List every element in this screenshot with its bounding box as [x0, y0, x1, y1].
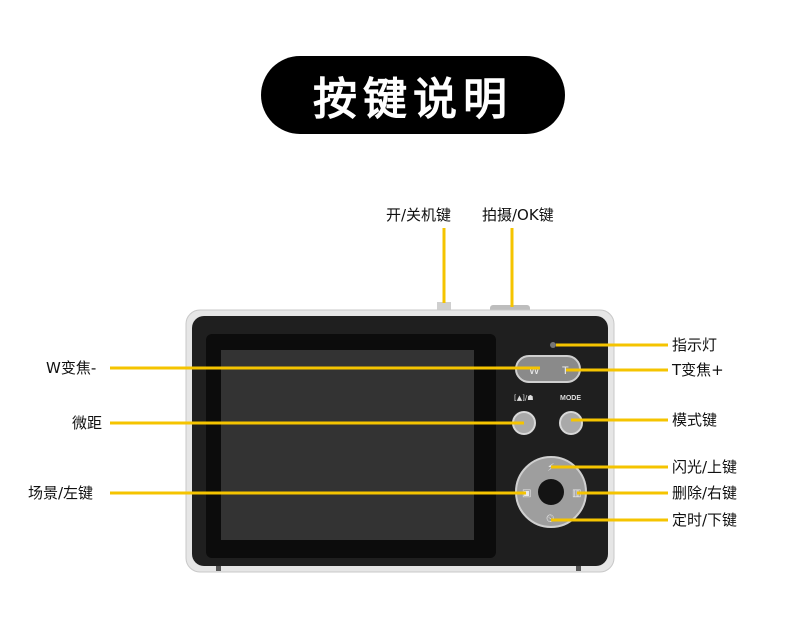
label-macro: 微距 [72, 414, 103, 432]
label-power: 开/关机键 [386, 206, 452, 224]
label-t-zoom: T变焦+ [672, 361, 724, 379]
scene-icon: ▣ [522, 488, 531, 499]
indicator-light [550, 342, 556, 348]
screen [221, 350, 474, 540]
flash-icon: ⚡ [547, 461, 555, 474]
macro-mark: [▲]/☗ [514, 394, 533, 402]
mode-button [559, 411, 583, 435]
label-scene-left: 场景/左键 [28, 484, 94, 502]
label-w-zoom: W变焦- [46, 359, 97, 377]
label-timer-down: 定时/下键 [672, 511, 738, 529]
mode-mark: MODE [560, 395, 581, 402]
label-delete-right: 删除/右键 [672, 484, 738, 502]
ok-button [538, 479, 564, 505]
foot-left [216, 566, 221, 571]
title-banner: 按键说明 [261, 56, 565, 134]
label-flash-up: 闪光/上键 [672, 458, 738, 476]
timer-icon: ⏲ [546, 512, 555, 525]
label-shutter: 拍摄/OK键 [482, 206, 554, 224]
t-mark: T [562, 365, 569, 377]
title-text: 按键说明 [313, 74, 513, 125]
label-indicator: 指示灯 [672, 336, 718, 354]
label-mode: 模式键 [672, 411, 718, 429]
foot-right [576, 566, 581, 571]
delete-icon: ▥ [572, 488, 581, 499]
w-mark: W [529, 365, 540, 377]
leader-lines [110, 228, 668, 522]
